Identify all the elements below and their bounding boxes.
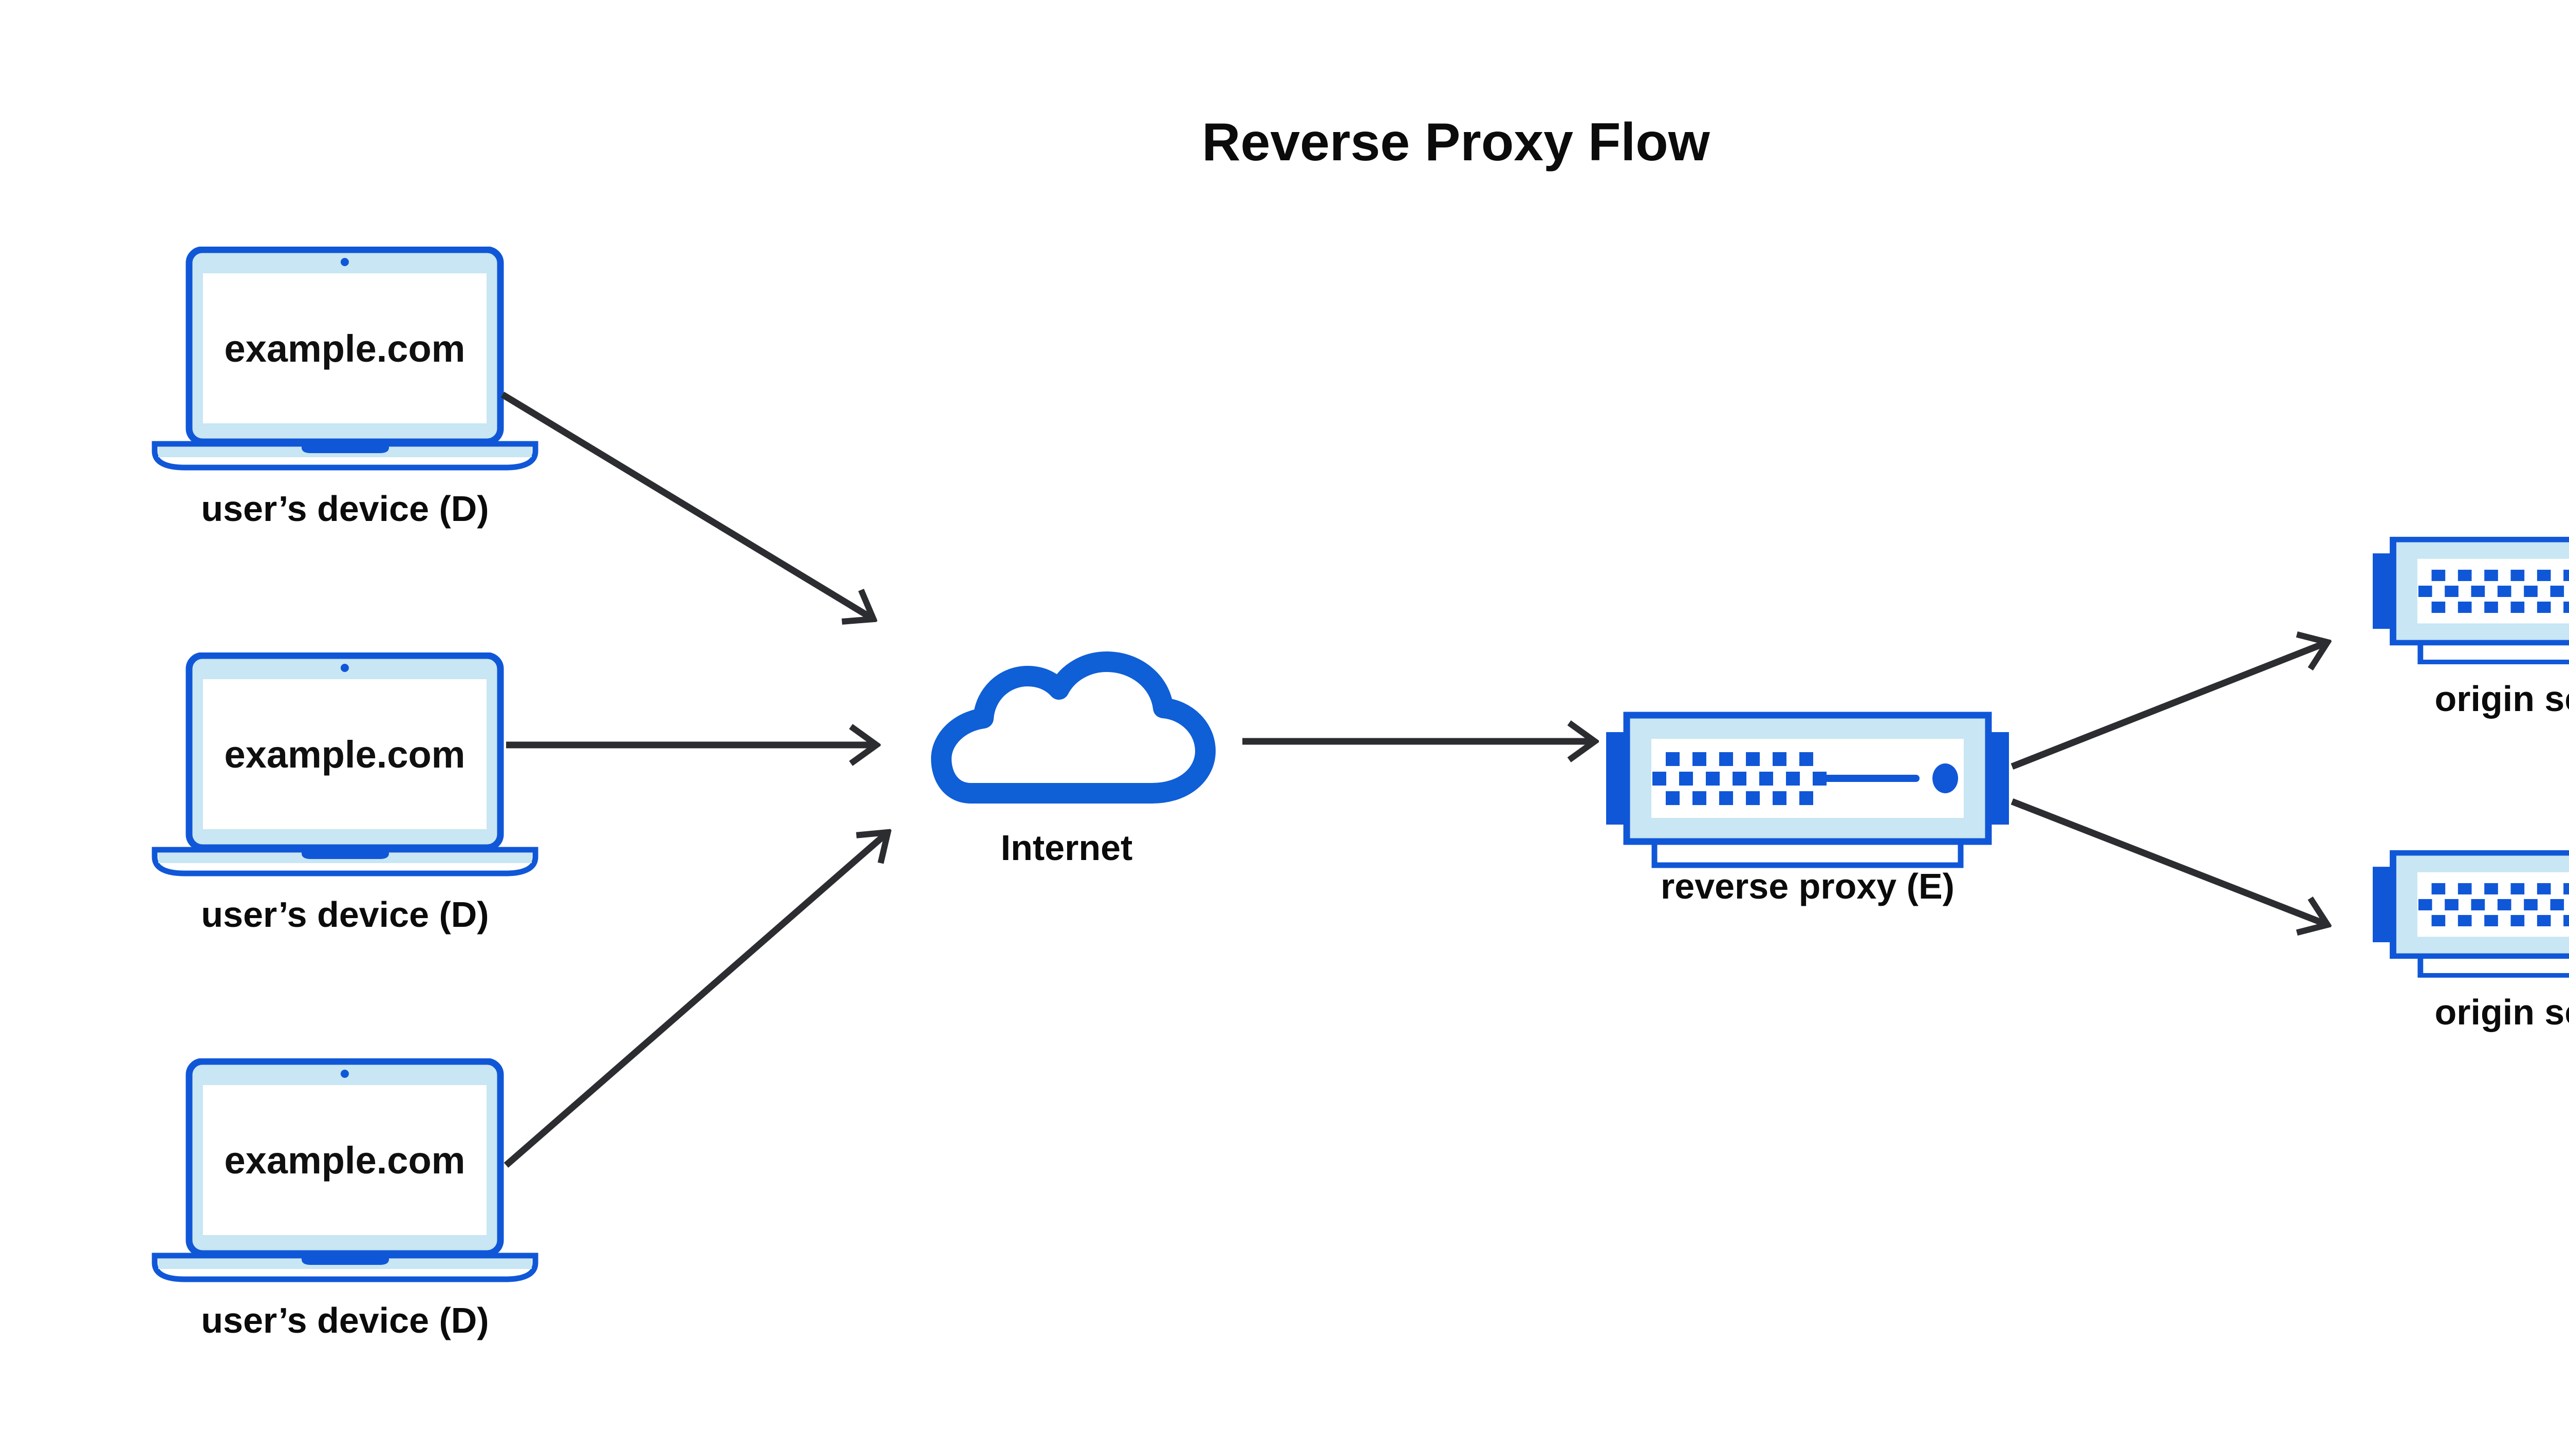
reverse-proxy-label: reverse proxy (E) xyxy=(1661,866,1954,906)
device-label: user’s device (D) xyxy=(201,489,489,529)
origin-server-label: origin server (F) xyxy=(2434,679,2569,719)
device-label: user’s device (D) xyxy=(201,894,489,935)
origin-server-label: origin server (F) xyxy=(2434,992,2569,1032)
device-screen-text: example.com xyxy=(224,327,466,370)
arrow-device3-to-internet xyxy=(504,832,888,1168)
device-label: user’s device (D) xyxy=(201,1300,489,1340)
internet-label: Internet xyxy=(1000,828,1133,868)
origin-server-node-1: origin server (F) xyxy=(2373,535,2569,720)
arrow-proxy-to-origin1 xyxy=(2010,642,2328,770)
arrow-device1-to-internet xyxy=(500,391,873,619)
origin-server-node-2: origin server (F) xyxy=(2373,849,2569,1034)
diagram-title: Reverse Proxy Flow xyxy=(1202,113,1710,172)
arrow-proxy-to-origin2 xyxy=(2010,798,2328,925)
internet-node: Internet xyxy=(902,643,1231,874)
user-device-node-1: example.com user’s device (D) xyxy=(152,247,538,534)
device-screen-text: example.com xyxy=(224,1138,466,1182)
reverse-proxy-node: reverse proxy (E) xyxy=(1606,710,2009,916)
user-device-node-3: example.com user’s device (D) xyxy=(152,1058,538,1346)
device-screen-text: example.com xyxy=(224,733,466,776)
user-device-node-2: example.com user’s device (D) xyxy=(152,652,538,940)
